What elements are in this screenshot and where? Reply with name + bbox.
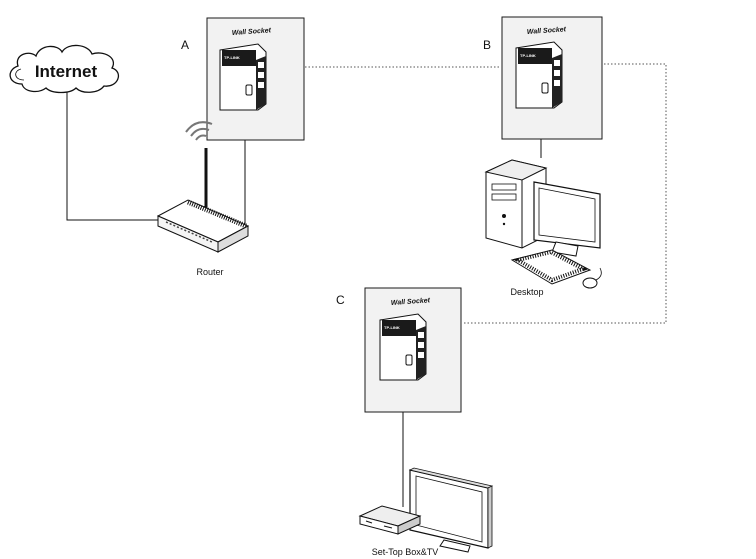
socket-b-label: Wall Socket xyxy=(527,26,567,36)
mouse xyxy=(582,277,598,289)
stb-tv-label: Set-Top Box&TV xyxy=(372,547,439,557)
wall-socket-a: A Wall Socket TP-LINK xyxy=(181,17,305,141)
wall-socket-c: C Wall Socket TP-LINK xyxy=(336,287,462,413)
socket-a-label: Wall Socket xyxy=(232,27,272,37)
adapter-b-brand: TP-LINK xyxy=(520,53,536,58)
pc-monitor xyxy=(533,181,601,257)
router-label: Router xyxy=(196,267,223,277)
wifi-signal-icon xyxy=(185,121,213,141)
adapter-c-brand: TP-LINK xyxy=(384,325,400,330)
router: Router xyxy=(156,121,250,277)
adapter-a-brand: TP-LINK xyxy=(224,55,240,60)
pc-tower xyxy=(484,159,548,249)
socket-c-marker: C xyxy=(336,293,345,307)
router-side xyxy=(217,225,249,253)
powerline-adapter-a: TP-LINK xyxy=(219,43,267,111)
keyboard xyxy=(510,249,592,285)
powerline-adapter-b: TP-LINK xyxy=(515,41,563,109)
connections xyxy=(66,88,542,507)
cloud-icon xyxy=(9,44,120,94)
socket-b-marker: B xyxy=(483,38,491,52)
desktop-computer: Desktop xyxy=(484,159,602,297)
internet-cloud: Internet xyxy=(9,44,120,94)
powerline-links xyxy=(305,63,667,324)
internet-router-cable xyxy=(66,88,160,221)
set-top-box xyxy=(358,505,422,535)
tv xyxy=(408,467,494,553)
wall-socket-b: B Wall Socket TP-LINK xyxy=(483,16,603,140)
socket-a-marker: A xyxy=(181,38,189,52)
socket-c-label: Wall Socket xyxy=(391,297,431,307)
powerline-adapter-c: TP-LINK xyxy=(379,313,427,381)
set-top-box-tv: Set-Top Box&TV xyxy=(358,467,494,557)
desktop-label: Desktop xyxy=(510,287,543,297)
internet-label: Internet xyxy=(35,62,98,81)
